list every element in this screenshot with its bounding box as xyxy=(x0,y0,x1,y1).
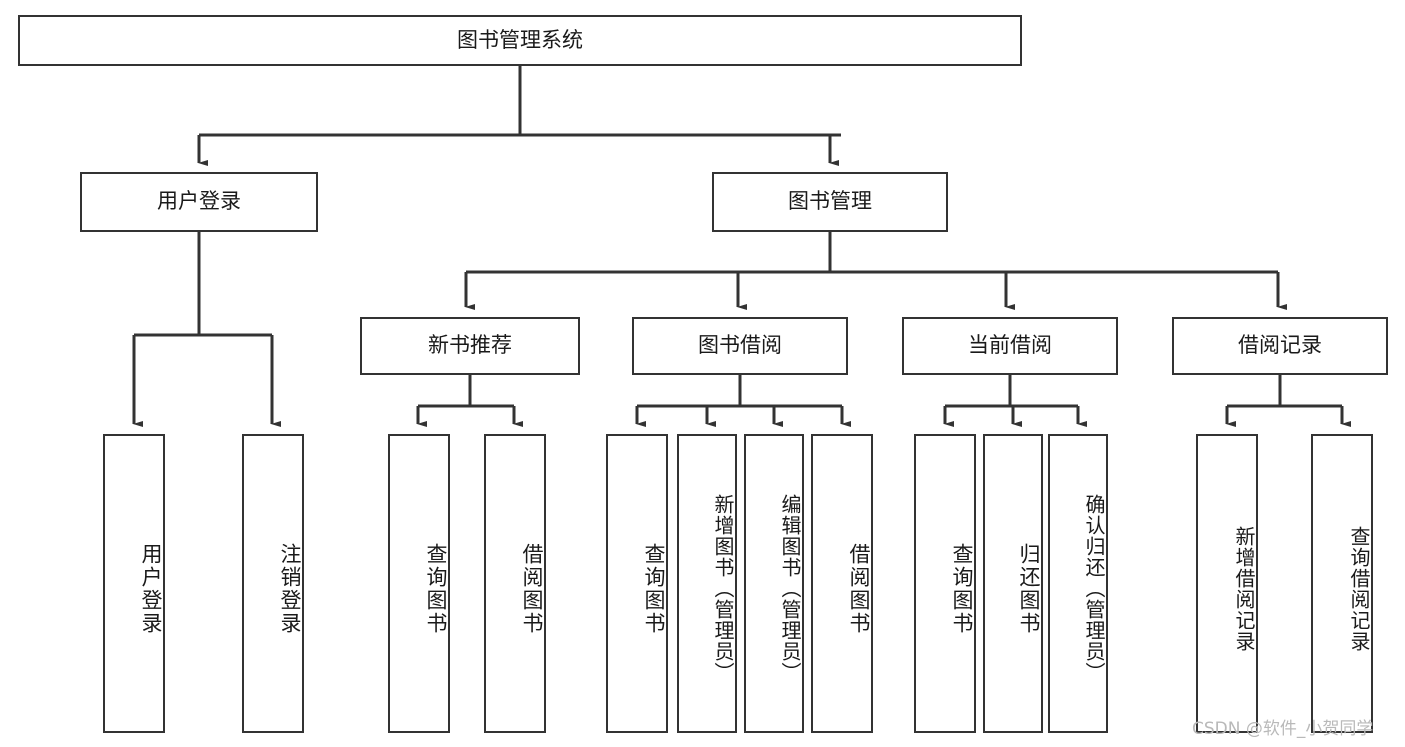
node-label: 归还图书 xyxy=(1017,542,1041,635)
node-label: 图书借阅 xyxy=(698,333,782,358)
node-label: 借阅图书 xyxy=(520,542,544,635)
node-label: 确认归还（管理员） xyxy=(1082,494,1106,683)
node-user-login[interactable]: 用户登录 xyxy=(80,172,318,232)
node-label: 查询图书 xyxy=(950,542,974,635)
node-label: 查询图书 xyxy=(642,542,666,635)
node-new-book-recommend[interactable]: 新书推荐 xyxy=(360,317,580,375)
leaf-record-add-record[interactable]: 新增借阅记录 xyxy=(1196,434,1258,733)
node-current-borrow[interactable]: 当前借阅 xyxy=(902,317,1118,375)
node-label: 编辑图书（管理员） xyxy=(778,494,802,683)
node-label: 借阅记录 xyxy=(1238,333,1322,358)
node-book-borrow[interactable]: 图书借阅 xyxy=(632,317,848,375)
node-borrow-record[interactable]: 借阅记录 xyxy=(1172,317,1388,375)
node-label: 新增借阅记录 xyxy=(1232,525,1256,652)
node-root-system[interactable]: 图书管理系统 xyxy=(18,15,1022,66)
node-label: 图书管理 xyxy=(788,189,872,214)
leaf-recommend-borrow-book[interactable]: 借阅图书 xyxy=(484,434,546,733)
leaf-borrow-add-book-admin[interactable]: 新增图书（管理员） xyxy=(677,434,737,733)
node-book-management[interactable]: 图书管理 xyxy=(712,172,948,232)
leaf-current-confirm-return-admin[interactable]: 确认归还（管理员） xyxy=(1048,434,1108,733)
node-label: 新书推荐 xyxy=(428,333,512,358)
leaf-current-query-book[interactable]: 查询图书 xyxy=(914,434,976,733)
watermark: CSDN @软件_小贺同学 xyxy=(1192,719,1374,739)
node-label: 图书管理系统 xyxy=(457,27,583,52)
node-label: 新增图书（管理员） xyxy=(711,494,735,683)
leaf-user-login-logout[interactable]: 注销登录 xyxy=(242,434,304,733)
node-label: 查询图书 xyxy=(424,542,448,635)
node-label: 注销登录 xyxy=(278,542,302,635)
node-label: 当前借阅 xyxy=(968,333,1052,358)
node-label: 查询借阅记录 xyxy=(1347,525,1371,652)
leaf-recommend-query-book[interactable]: 查询图书 xyxy=(388,434,450,733)
leaf-user-login-login[interactable]: 用户登录 xyxy=(103,434,165,733)
leaf-borrow-query-book[interactable]: 查询图书 xyxy=(606,434,668,733)
node-label: 用户登录 xyxy=(139,542,163,635)
leaf-borrow-edit-book-admin[interactable]: 编辑图书（管理员） xyxy=(744,434,804,733)
leaf-current-return-book[interactable]: 归还图书 xyxy=(983,434,1043,733)
node-label: 用户登录 xyxy=(157,189,241,214)
leaf-borrow-borrow-book[interactable]: 借阅图书 xyxy=(811,434,873,733)
node-label: 借阅图书 xyxy=(847,542,871,635)
leaf-record-query-record[interactable]: 查询借阅记录 xyxy=(1311,434,1373,733)
